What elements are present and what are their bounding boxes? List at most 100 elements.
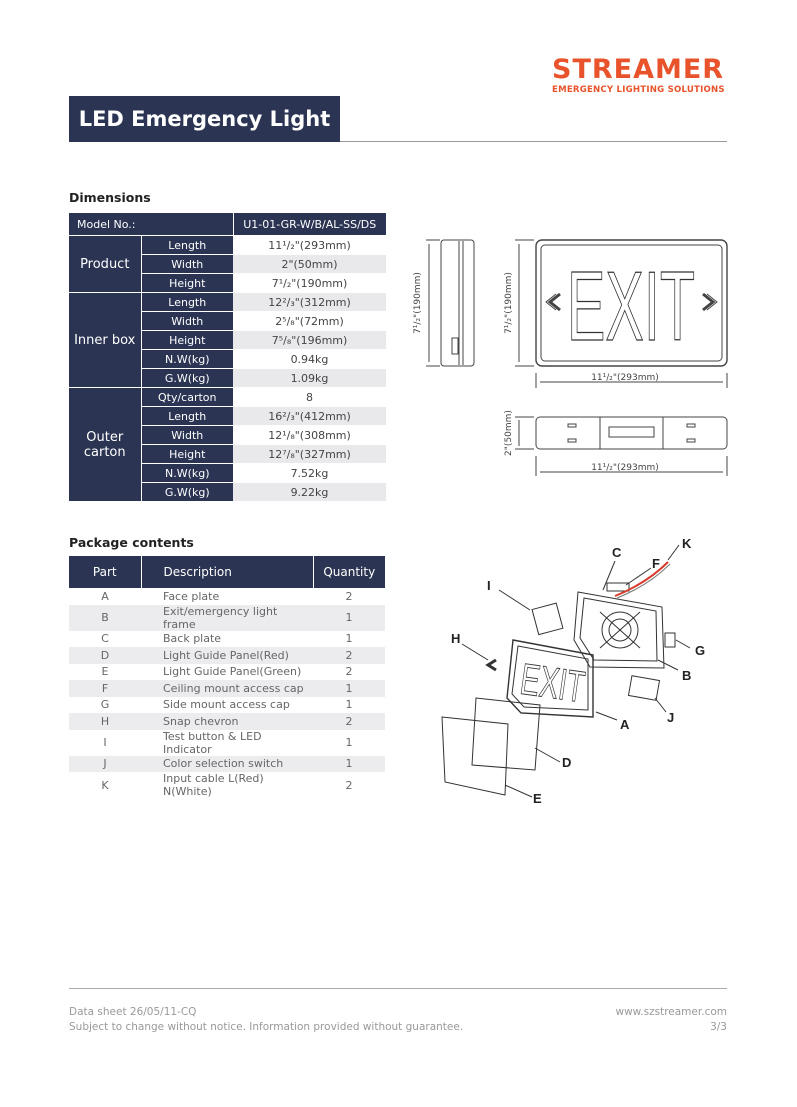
package-row: A Face plate 2 [69, 588, 385, 605]
callout-i: I [487, 578, 491, 593]
quantity-cell: 1 [313, 604, 385, 631]
quantity-cell: 2 [345, 778, 353, 792]
brand-tagline: EMERGENCY LIGHTING SOLUTIONS [552, 85, 725, 95]
side-height-label: 7¹/₂"(190mm) [413, 272, 423, 334]
callout-e: E [533, 791, 542, 806]
package-row: E Light Guide Panel(Green) 2 [69, 664, 385, 681]
dimensions-heading: Dimensions [69, 190, 151, 205]
part-cell: A [101, 589, 109, 603]
col-description: Description [140, 556, 313, 588]
part-cell: G [100, 698, 110, 712]
package-heading: Package contents [69, 535, 194, 550]
panel-e-outline [441, 716, 509, 796]
part-cell: I [103, 736, 107, 749]
dimension-value: 7.52kg [233, 463, 386, 483]
description-cell: Color selection switch [141, 755, 313, 772]
dimension-label: Width [140, 311, 233, 331]
dimension-value: 2"(50mm) [233, 254, 386, 274]
callout-c: C [612, 545, 622, 560]
dimension-label: N.W(kg) [140, 463, 233, 483]
description-cell: Test button & LED Indicator [163, 729, 262, 756]
dimension-row: N.W(kg)0.94kg [69, 349, 386, 369]
dimensions-table: Model No.: U1-01-GR-W/B/AL-SS/DS Product… [69, 213, 386, 502]
quantity-cell: 1 [345, 632, 353, 646]
dimension-value: 1.09kg [233, 368, 386, 388]
dimension-label: Height [140, 444, 233, 464]
dimension-label: G.W(kg) [140, 368, 233, 388]
package-row: C Back plate 1 [69, 631, 385, 648]
dimension-group-label: Inner box [69, 292, 141, 388]
dimension-label: Length [140, 406, 233, 426]
part-cell: E [101, 665, 109, 679]
description-cell: Back plate [163, 632, 222, 646]
description-cell: Face plate [163, 589, 220, 603]
description-cell: Light Guide Panel(Green) [163, 665, 302, 679]
dimension-group-label: Product [69, 235, 141, 293]
part-cell: C [101, 632, 109, 646]
top-width-label: 2"(50mm) [504, 410, 514, 456]
quantity-cell: 1 [313, 755, 385, 772]
callout-b: B [682, 668, 691, 683]
dimension-value: 11¹/₂"(293mm) [233, 235, 386, 255]
dimension-group-label: Outer carton [69, 387, 141, 502]
page-title: LED Emergency Light [69, 96, 340, 142]
dimension-row: G.W(kg)9.22kg [69, 482, 386, 502]
callout-h: H [451, 631, 460, 646]
quantity-cell: 1 [345, 698, 353, 712]
part-cell: H [69, 713, 141, 730]
dimension-value: 7¹/₂"(190mm) [233, 273, 386, 293]
part-cell: D [69, 647, 141, 664]
model-label: Model No.: [69, 213, 233, 236]
model-value: U1-01-GR-W/B/AL-SS/DS [232, 213, 386, 236]
quantity-cell: 2 [345, 665, 353, 679]
dimension-value: 2⁵/₈"(72mm) [233, 311, 386, 331]
dimension-label: Width [140, 254, 233, 274]
dimension-value: 8 [233, 387, 386, 407]
dimension-label: Qty/carton [140, 387, 233, 407]
dimension-label: Length [140, 292, 233, 312]
dimension-value: 0.94kg [233, 349, 386, 369]
face-plate-outline [506, 639, 594, 718]
title-rule [340, 141, 727, 142]
brand-name: STREAMER [552, 54, 725, 85]
description-cell: Ceiling mount access cap [141, 680, 313, 697]
quantity-cell: 1 [313, 680, 385, 697]
quantity-cell: 2 [345, 589, 353, 603]
panel-d-outline [471, 697, 541, 771]
dimension-label: Height [140, 273, 233, 293]
part-cell: B [69, 604, 141, 631]
callout-k: K [682, 536, 692, 551]
top-view-outline [535, 416, 728, 450]
description-cell: Light Guide Panel(Red) [141, 647, 313, 664]
dimension-value: 12²/₃"(312mm) [233, 292, 386, 312]
dimension-label: Length [140, 235, 233, 255]
dimension-value: 7⁵/₈"(196mm) [233, 330, 386, 350]
part-cell: J [69, 755, 141, 772]
dimension-label: N.W(kg) [140, 349, 233, 369]
callout-j: J [667, 710, 674, 725]
frame-outline [573, 591, 665, 669]
front-height-label: 7¹/₂"(190mm) [504, 272, 514, 334]
description-cell: Exit/emergency light frame [141, 604, 313, 631]
top-length-label: 11¹/₂"(293mm) [591, 463, 659, 473]
dimension-value: 12¹/₈"(308mm) [233, 425, 386, 445]
part-cell: K [101, 778, 109, 792]
callout-d: D [562, 755, 571, 770]
footer-page: 3/3 [710, 1021, 727, 1033]
footer-sheet: Data sheet 26/05/11-CQ [69, 1006, 197, 1018]
